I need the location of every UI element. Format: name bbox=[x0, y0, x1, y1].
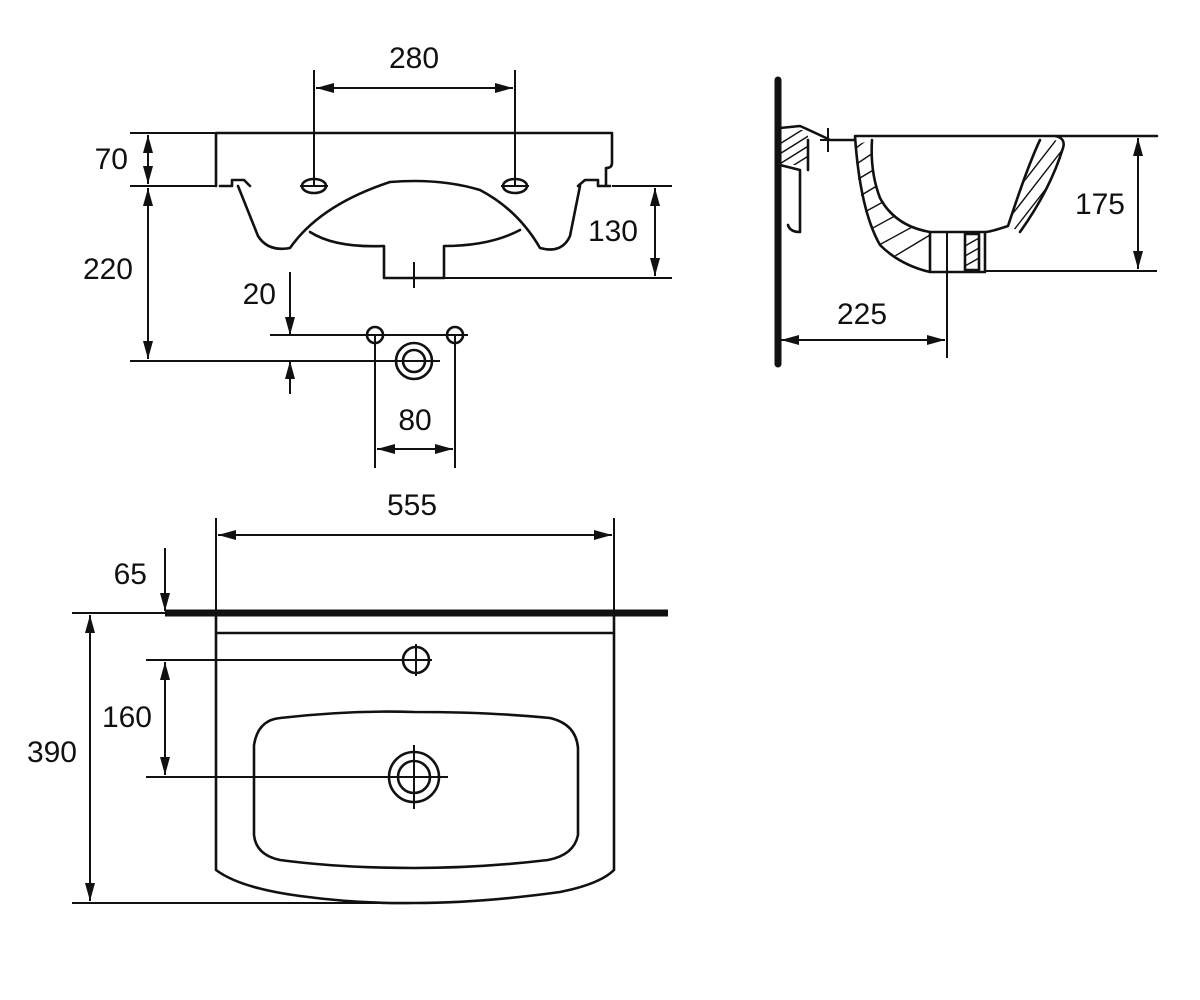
dim-280-label: 280 bbox=[389, 42, 439, 75]
dim-130-label: 130 bbox=[588, 215, 638, 248]
front-basin-outline bbox=[214, 131, 614, 280]
dim-225-label: 225 bbox=[837, 298, 887, 331]
dim-390-label: 390 bbox=[27, 736, 77, 769]
top-bowl-outline bbox=[252, 710, 580, 870]
top-view: 555 65 160 390 bbox=[27, 489, 668, 905]
dim-80-label: 80 bbox=[398, 404, 431, 437]
front-view: 280 70 220 130 20 80 bbox=[83, 42, 672, 468]
dim-175-label: 175 bbox=[1075, 188, 1125, 221]
dim-70-label: 70 bbox=[95, 143, 128, 176]
side-section-view: 175 225 bbox=[774, 76, 1159, 368]
dim-555-label: 555 bbox=[387, 489, 437, 522]
dim-160-label: 160 bbox=[102, 701, 152, 734]
side-basin-section-outline bbox=[853, 134, 1159, 274]
dim-65-label: 65 bbox=[114, 558, 147, 591]
dim-220-label: 220 bbox=[83, 253, 133, 286]
dim-20-label: 20 bbox=[243, 278, 276, 311]
